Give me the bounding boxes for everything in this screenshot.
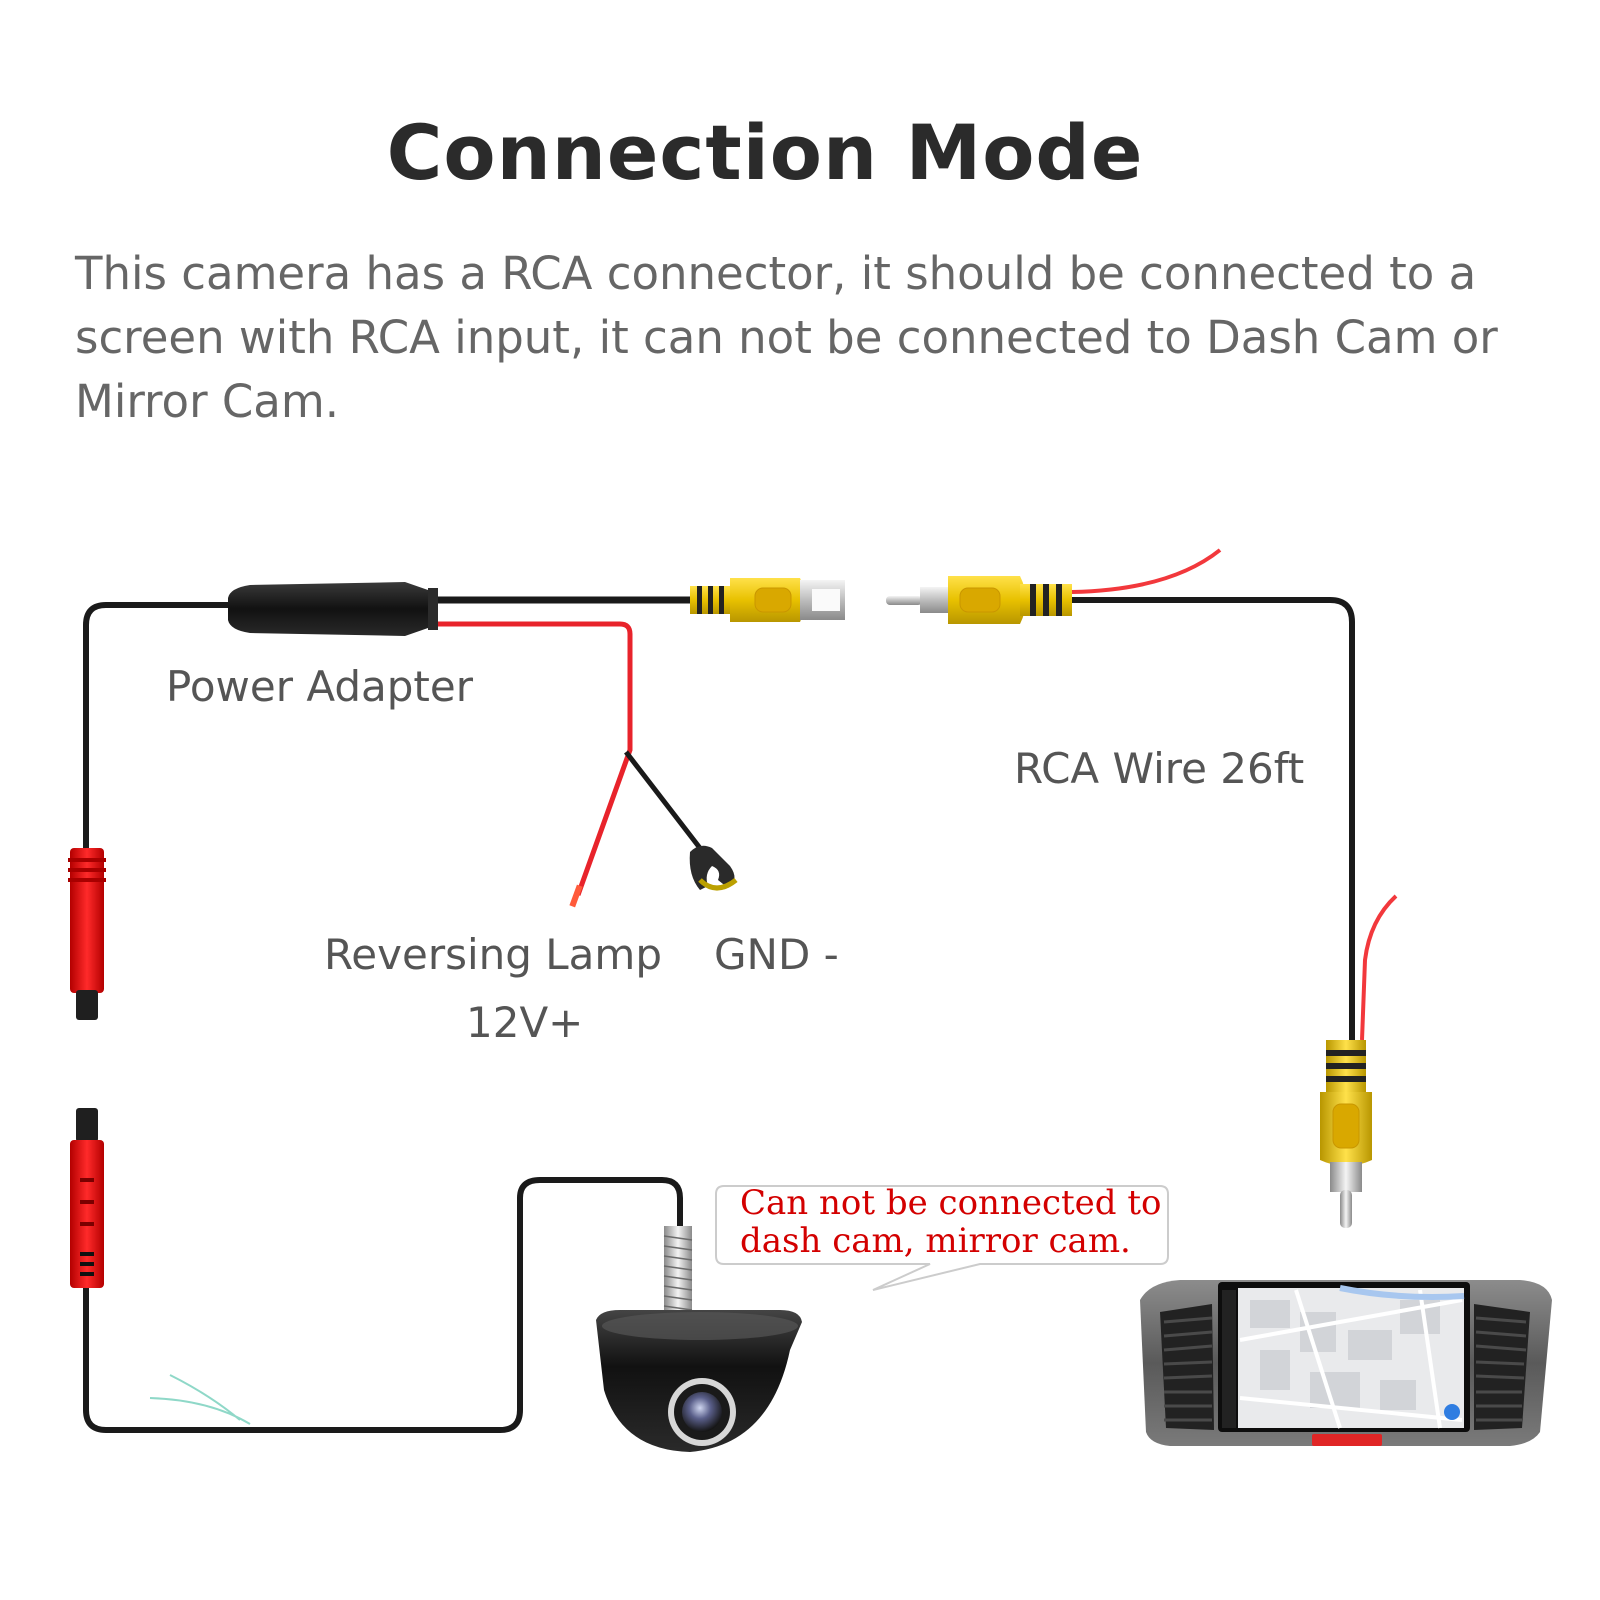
camera-extension-wire [83,602,232,850]
rca-wire-26ft [1072,597,1355,1040]
label-rca-wire: RCA Wire 26ft [1014,744,1305,793]
page-title: Connection Mode [386,108,1144,197]
camera-cable [83,1177,683,1433]
stray-wires [149,1374,251,1425]
trigger-wire-bottom [1360,894,1398,1041]
camera-connector-upper [68,848,106,1020]
label-reversing-lamp: Reversing Lamp [324,930,662,979]
label-power-adapter: Power Adapter [166,662,473,711]
rca-male-connector-top [886,576,1072,624]
reverse-camera [596,1226,802,1452]
gnd-fork-terminal [689,845,738,891]
callout-bubble [715,1185,1169,1291]
label-gnd: GND - [714,930,839,979]
trigger-wire-top [1071,548,1222,594]
power-wire-red [438,621,633,896]
gnd-wire [624,750,705,854]
camera-connector-lower [70,1108,104,1288]
rca-male-connector-screen [1320,1040,1372,1228]
rca-female-connector [690,578,845,622]
callout-text: Can not be connected to dash cam, mirror… [740,1183,1162,1261]
label-voltage: 12V+ [466,998,584,1047]
car-head-unit [1140,1280,1552,1446]
intro-text: This camera has a RCA connector, it shou… [75,247,1498,428]
power-adapter [228,582,438,636]
